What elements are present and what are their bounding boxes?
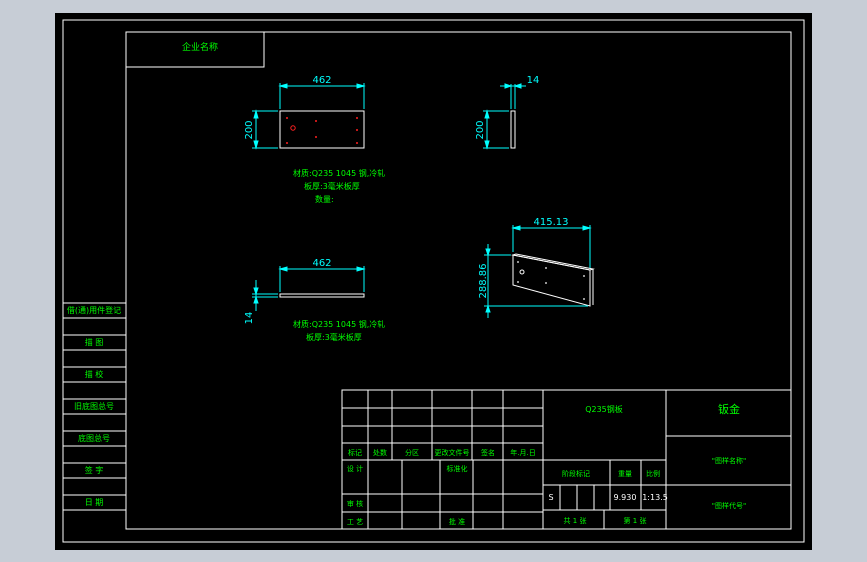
weight-value: 9.930	[614, 493, 637, 502]
side-label-4: 旧底图总号	[74, 401, 114, 411]
iso-hole	[517, 281, 519, 283]
iso-height-value: 288.86	[478, 264, 489, 299]
iso-hole	[545, 267, 547, 269]
front-hole	[315, 136, 317, 138]
drawing-code: "图样代号"	[712, 501, 746, 510]
title-block-header-labels: 标记 处数 分区 更改文件号 签名 年.月.日	[348, 448, 536, 457]
bottom-width-value: 462	[312, 258, 331, 269]
note2-thickness: 板厚:3毫米板厚	[306, 332, 362, 342]
iso-width-dimension	[511, 225, 592, 268]
iso-hole	[517, 261, 519, 263]
sheet-number: 第 1 张	[624, 516, 647, 525]
stage-value: S	[548, 493, 553, 502]
side-label-2: 描 图	[85, 337, 104, 347]
material-note-2: 材质:Q235 1045 钢,冷轧 板厚:3毫米板厚	[293, 319, 385, 342]
front-hole-center	[290, 125, 296, 131]
front-height-dimension	[252, 109, 278, 150]
title-block-values: S 9.930 1:13.5	[548, 493, 667, 502]
front-hole	[356, 129, 358, 131]
side-label-7: 日 期	[85, 498, 104, 507]
front-view-plate	[279, 110, 365, 149]
front-hole	[356, 117, 358, 119]
side-label-3: 描 校	[85, 369, 104, 379]
row-review: 审 核	[347, 499, 363, 508]
bottom-thickness-value: 14	[244, 312, 255, 325]
note1-material: 材质:Q235 1045 钢,冷轧	[293, 168, 385, 178]
bottom-width-dimension	[278, 266, 366, 292]
iso-hole	[583, 298, 585, 300]
title-block-middle: Q235钢板 阶段标记 重量 比例 共 1 张 第 1 张	[562, 404, 660, 525]
note1-quantity: 数量:	[315, 194, 334, 204]
iso-height-dimension	[484, 244, 588, 318]
front-hole	[315, 120, 317, 122]
header-signature: 签名	[481, 448, 495, 457]
sheets-total: 共 1 张	[564, 516, 587, 525]
front-width-value: 462	[312, 75, 331, 86]
side-label-6: 签 字	[85, 465, 104, 475]
bottom-view-plate	[279, 293, 365, 298]
header-count: 处数	[373, 448, 387, 457]
front-width-dimension	[278, 83, 366, 109]
front-hole	[286, 117, 288, 119]
note2-material: 材质:Q235 1045 钢,冷轧	[293, 319, 385, 329]
side-label-5: 底图总号	[78, 433, 110, 443]
outer-frame	[62, 19, 805, 543]
iso-hole	[583, 275, 585, 277]
header-mark: 标记	[348, 448, 362, 457]
side-view-plate	[510, 110, 516, 149]
side-label-1: 借(通)用件登记	[67, 305, 121, 315]
drawing-sheet	[55, 13, 812, 550]
company-label: 钣金	[718, 402, 740, 416]
bottom-view: 462 14	[244, 258, 366, 325]
row-process: 工 艺	[347, 518, 363, 526]
weight-label: 重量	[618, 470, 632, 478]
company-name-label: 企业名称	[182, 41, 218, 53]
row-standardization: 标准化	[447, 464, 468, 473]
iso-width-value: 415.13	[534, 217, 569, 228]
scale-label: 比例	[646, 469, 660, 478]
front-height-value: 200	[244, 120, 255, 139]
side-height-dimension	[483, 109, 509, 150]
bottom-thickness-dimension	[252, 280, 278, 311]
header-date: 年.月.日	[510, 448, 535, 457]
side-thickness-value: 14	[527, 75, 540, 86]
scale-value: 1:13.5	[642, 493, 668, 502]
side-thickness-dimension	[500, 83, 526, 109]
row-approve: 批 准	[449, 517, 465, 526]
title-block-right: 钣金 "图样名称" "图样代号"	[712, 402, 746, 510]
top-left-box: 企业名称	[125, 31, 265, 68]
left-stamp-labels: 借(通)用件登记 描 图 描 校 旧底图总号 底图总号 签 字 日 期	[67, 305, 121, 507]
title-block-grid	[341, 389, 792, 530]
iso-hole-center	[519, 269, 525, 275]
front-view: 462 200	[244, 75, 366, 150]
drawing-name: "图样名称"	[712, 456, 746, 465]
side-view: 14 200	[475, 75, 540, 150]
row-design: 设 计	[347, 464, 363, 473]
front-hole	[356, 142, 358, 144]
left-stamp-column	[63, 302, 126, 511]
isometric-view: 415.13 288.86	[478, 217, 595, 318]
stage-label: 阶段标记	[562, 469, 590, 478]
front-hole	[286, 142, 288, 144]
header-change-doc: 更改文件号	[435, 448, 470, 457]
part-name: Q235钢板	[585, 404, 623, 414]
title-block-row-labels: 设 计 标准化 审 核 工 艺 批 准	[347, 464, 468, 526]
header-zone: 分区	[405, 448, 419, 457]
iso-hole	[545, 282, 547, 284]
side-height-value: 200	[475, 120, 486, 139]
note1-thickness: 板厚:3毫米板厚	[304, 181, 360, 191]
material-note-1: 材质:Q235 1045 钢,冷轧 板厚:3毫米板厚 数量:	[293, 168, 385, 204]
